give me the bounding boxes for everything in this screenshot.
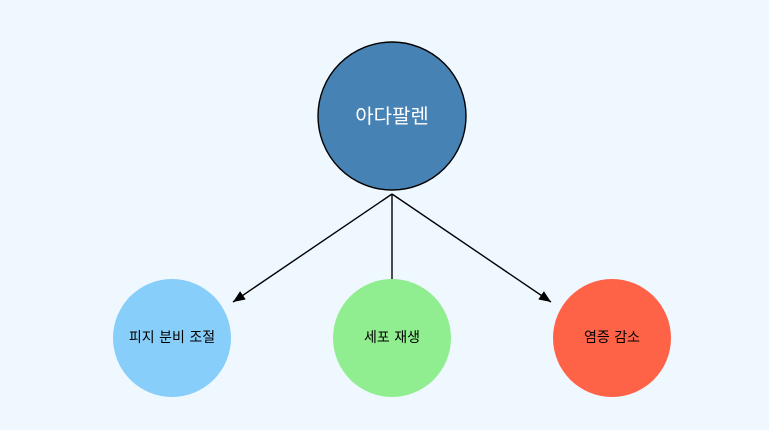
node-cell-renewal: 세포 재생 <box>333 279 451 397</box>
node-cell-renewal-circle <box>333 279 451 397</box>
node-cell-renewal-label: 세포 재생 <box>364 330 420 346</box>
node-inflammation-reduction-circle <box>553 279 671 397</box>
node-adapalene-circle <box>317 41 467 191</box>
node-adapalene-label: 아다팔렌 <box>355 104 429 128</box>
node-sebum-control-circle <box>113 279 231 397</box>
node-inflammation-reduction-label: 염증 감소 <box>584 330 640 346</box>
node-sebum-control-label: 피지 분비 조절 <box>129 330 215 346</box>
node-inflammation-reduction: 염증 감소 <box>553 279 671 397</box>
node-adapalene: 아다팔렌 <box>317 41 467 191</box>
node-sebum-control: 피지 분비 조절 <box>113 279 231 397</box>
edge-to-sebum-control <box>232 193 393 303</box>
edge-to-inflammation-reduction <box>391 193 552 303</box>
